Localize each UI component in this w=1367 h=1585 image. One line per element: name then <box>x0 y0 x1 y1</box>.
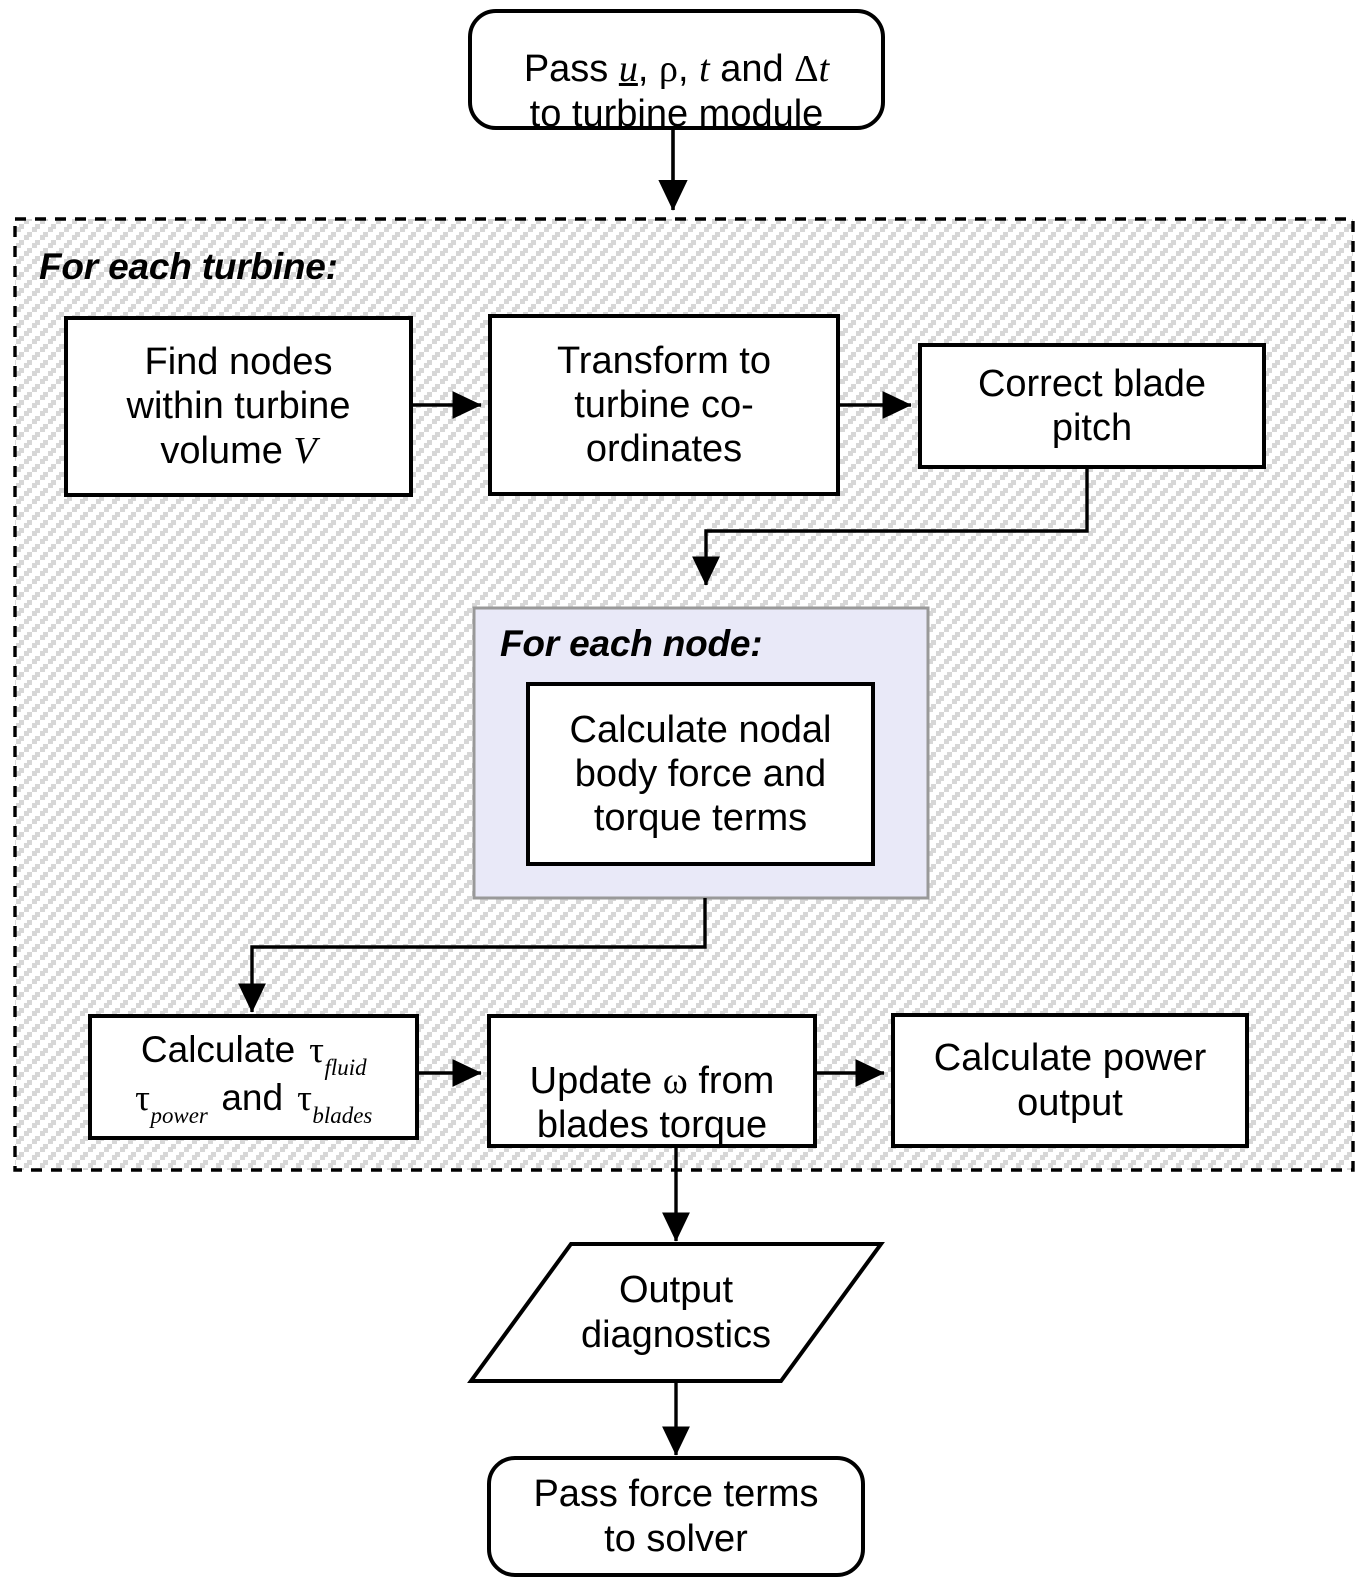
calc-tau-shape <box>88 1014 419 1140</box>
transform-shape <box>488 314 840 496</box>
correct-pitch-shape <box>918 343 1266 469</box>
edge-pitch-to-node-loop <box>692 467 1089 586</box>
for-each-node-label: For each node: <box>500 623 763 664</box>
for-each-turbine-label: For each turbine: <box>39 246 338 287</box>
start-node-shape <box>468 9 885 130</box>
calc-nodal-shape <box>526 682 875 866</box>
find-nodes-shape <box>64 316 413 497</box>
update-omega-shape <box>487 1014 817 1148</box>
calc-power-shape <box>891 1013 1249 1148</box>
output-diagnostics-shape <box>467 1242 885 1383</box>
pass-force-shape <box>487 1456 865 1577</box>
edge-node-loop-to-calc-tau <box>238 898 707 1013</box>
